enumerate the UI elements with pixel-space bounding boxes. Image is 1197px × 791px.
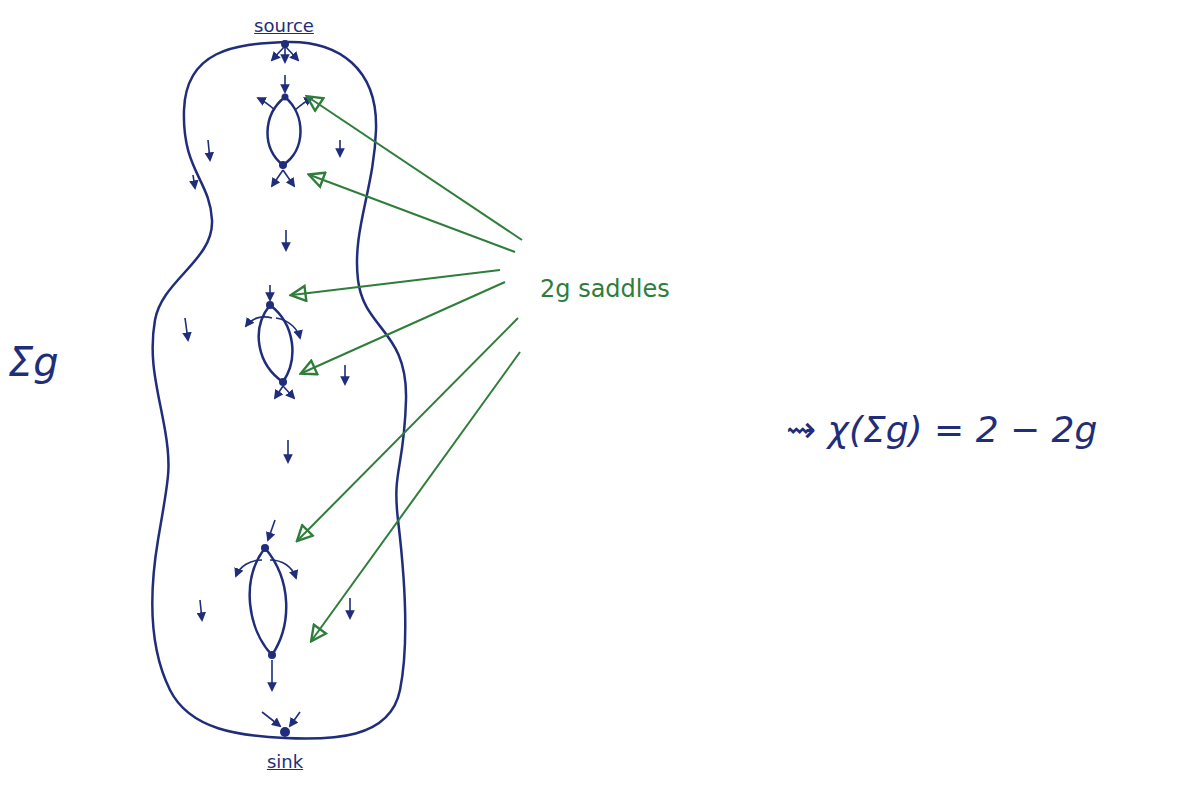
- point-label: sink: [267, 752, 303, 772]
- holes: [250, 97, 301, 655]
- surface-name: Σg: [8, 340, 59, 384]
- callout-label: 2g saddles: [540, 276, 670, 302]
- formula: ⇝ χ(Σg) = 2 − 2g: [786, 410, 1097, 450]
- surface-outline: [152, 42, 406, 739]
- flow-arrows: [185, 46, 350, 726]
- point-label: source: [254, 16, 314, 36]
- saddle-leaders: [292, 97, 522, 640]
